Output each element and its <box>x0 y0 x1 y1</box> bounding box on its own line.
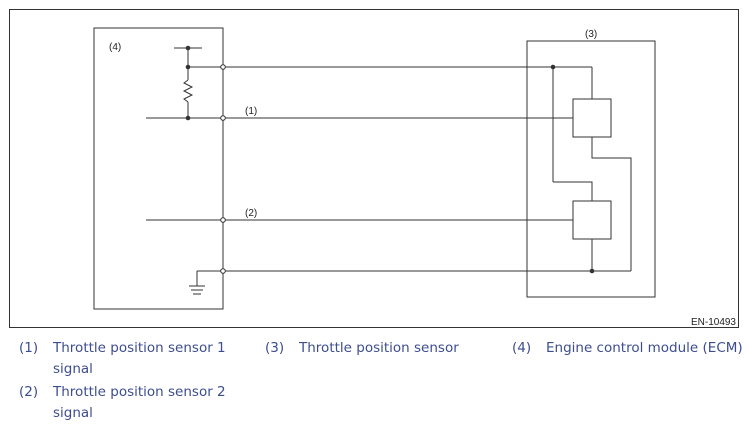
legend-item-1: (1) Throttle position sensor 1 signal <box>19 338 254 382</box>
signal2-label: (2) <box>245 208 257 219</box>
ecm-label: (4) <box>109 42 121 53</box>
figure-code: EN-10493 <box>691 317 736 328</box>
legend-number: (3) <box>265 340 285 356</box>
ecm-box <box>93 27 224 310</box>
legend-text: Engine control module (ECM) <box>546 340 743 356</box>
signal1-label: (1) <box>245 106 257 117</box>
terminal <box>220 115 226 121</box>
terminal <box>220 64 226 70</box>
sensor1-element <box>572 98 612 138</box>
diagram-frame <box>9 9 739 328</box>
legend-number: (2) <box>19 384 39 400</box>
legend-item-3: (3) Throttle position sensor <box>265 338 495 360</box>
legend-item-4: (4) Engine control module (ECM) <box>512 338 748 360</box>
legend-number: (4) <box>512 340 532 356</box>
terminal <box>220 217 226 223</box>
legend-number: (1) <box>19 340 39 356</box>
legend-text: Throttle position sensor 1 signal <box>53 340 226 377</box>
sensor-housing-box <box>526 40 656 298</box>
sensor2-element <box>572 200 612 240</box>
legend-text: Throttle position sensor <box>299 340 459 356</box>
ground-symbol <box>189 285 205 295</box>
sensor-label: (3) <box>585 29 597 40</box>
terminal <box>220 268 226 274</box>
pullup-resistor <box>182 79 194 103</box>
legend-item-2: (2) Throttle position sensor 2 signal <box>19 382 254 426</box>
legend-text: Throttle position sensor 2 signal <box>53 384 226 421</box>
